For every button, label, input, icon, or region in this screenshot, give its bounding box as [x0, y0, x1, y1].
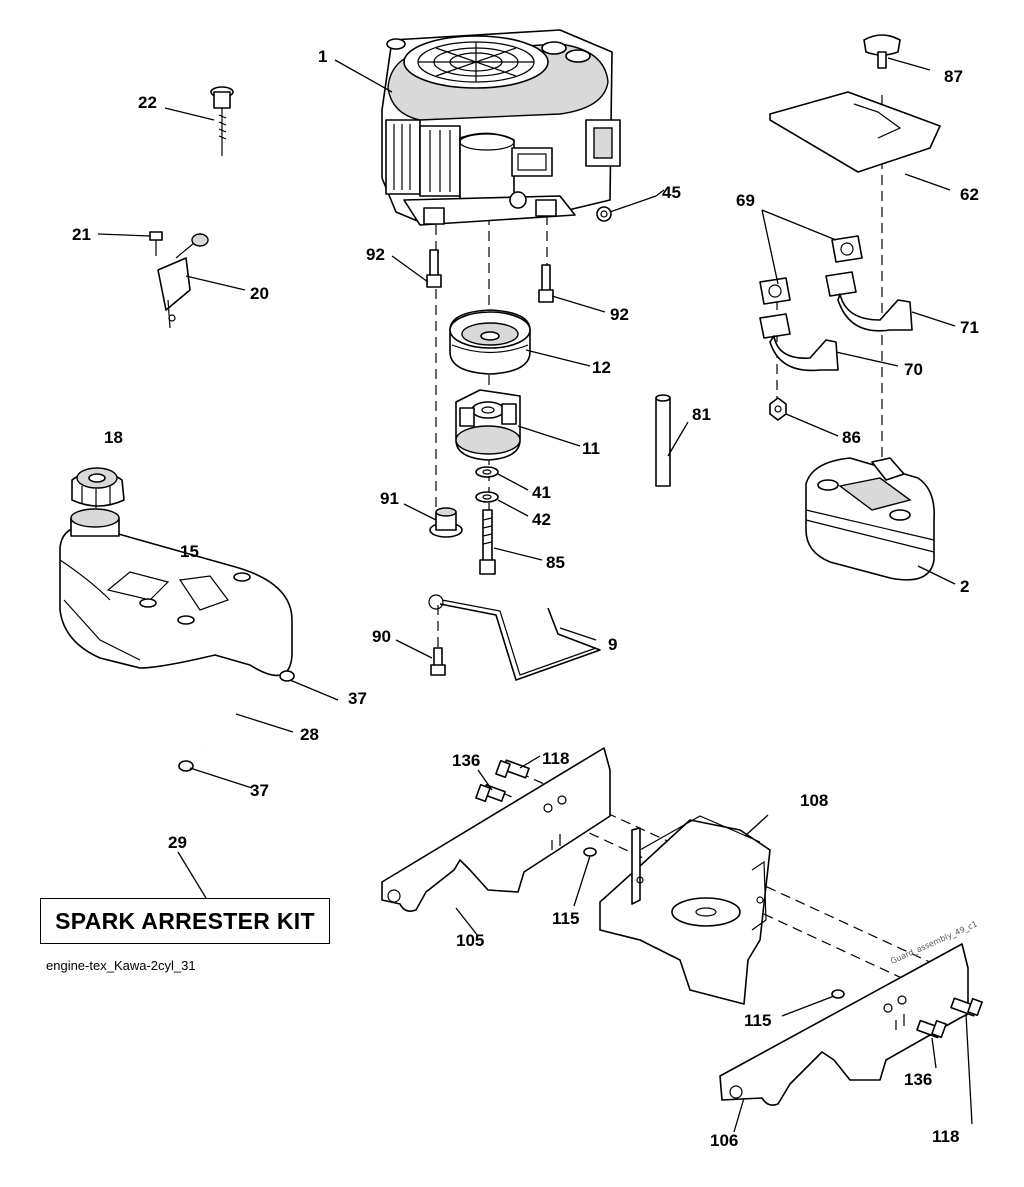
guard-108: [599, 815, 771, 1005]
fuel-cap: [71, 467, 125, 508]
callout-92-left: 92: [366, 245, 385, 264]
callout-12: 12: [592, 358, 611, 377]
rod-9: [428, 594, 601, 681]
callout-69: 69: [736, 191, 755, 210]
bracket-106: [719, 943, 969, 1106]
callout-28: 28: [300, 725, 319, 744]
callout-20: 20: [250, 284, 269, 303]
callout-86: 86: [842, 428, 861, 447]
pulley: [449, 309, 531, 375]
callout-106: 106: [710, 1131, 738, 1150]
leader-lines: [97, 57, 973, 1133]
washer-115-right: [831, 989, 845, 999]
washer-42: [475, 491, 499, 503]
screw-21: [149, 231, 163, 256]
callout-92-right: 92: [610, 305, 629, 324]
callout-29: 29: [168, 833, 187, 852]
callout-45: 45: [662, 183, 681, 202]
callout-90: 90: [372, 627, 391, 646]
callout-37-bottom: 37: [250, 781, 269, 800]
callout-105: 105: [456, 931, 484, 950]
callout-87: 87: [944, 67, 963, 86]
callout-115-left: 115: [552, 909, 579, 928]
callout-136-top: 136: [452, 751, 480, 770]
callout-70: 70: [904, 360, 923, 379]
callout-22: 22: [138, 93, 157, 112]
nut-86: [769, 397, 787, 421]
callout-labels: 1 22 21 20 92 92 12 11 41 42 85 91 90 9 …: [72, 47, 979, 1150]
callout-91: 91: [380, 489, 399, 508]
engine: [381, 29, 621, 226]
diagram-caption: engine-tex_Kawa-2cyl_31: [46, 958, 196, 973]
bolt-136-right: [916, 1019, 947, 1039]
callout-11: 11: [582, 439, 600, 458]
callout-85: 85: [546, 553, 565, 572]
exhaust-pipe-70: [759, 313, 839, 372]
callout-21: 21: [72, 225, 91, 244]
callout-1: 1: [318, 47, 327, 66]
hose-clamp-top: [279, 670, 295, 682]
kit-label-text: SPARK ARRESTER KIT: [55, 907, 315, 934]
fuel-line: [198, 675, 285, 752]
callout-115-right: 115: [744, 1011, 771, 1030]
tube-81: [655, 394, 671, 487]
bolt-118-right: [950, 997, 983, 1017]
callout-71: 71: [960, 318, 979, 337]
heat-shield: [769, 91, 941, 173]
electric-clutch: [455, 389, 521, 461]
bolt-136-left: [475, 783, 506, 803]
exhaust-pipe-71: [825, 271, 913, 332]
washer-115-left: [583, 847, 597, 857]
bolt-90: [430, 647, 446, 676]
callout-41: 41: [532, 483, 551, 502]
bolt-92-left: [426, 249, 442, 288]
fuel-tank: [59, 508, 293, 677]
callout-37-top: 37: [348, 689, 367, 708]
bolt-92-right: [538, 264, 554, 303]
callout-108: 108: [800, 791, 828, 810]
bolt-85: [479, 509, 496, 575]
spark-plug-wire: [596, 195, 657, 222]
spark-arrester-kit-label: SPARK ARRESTER KIT: [40, 898, 330, 944]
callout-9: 9: [608, 635, 617, 654]
callout-118-top: 118: [542, 749, 569, 768]
knob-87: [863, 34, 901, 69]
callout-2: 2: [960, 577, 969, 596]
washer-41: [475, 466, 499, 478]
callout-118-bottom: 118: [932, 1127, 959, 1146]
muffler: [805, 457, 935, 581]
callout-136-bottom: 136: [904, 1070, 932, 1089]
callout-18: 18: [104, 428, 123, 447]
gasket-69-lower: [759, 277, 791, 305]
callout-15: 15: [180, 542, 199, 561]
callout-42: 42: [532, 510, 551, 529]
bolt-118-left: [495, 759, 530, 779]
callout-62: 62: [960, 185, 979, 204]
throttle-control: [157, 233, 209, 329]
bracket-105: [381, 747, 611, 912]
gasket-69-upper: [831, 235, 863, 263]
spacer-91: [429, 507, 463, 538]
choke-knob: [210, 86, 234, 156]
callout-81: 81: [692, 405, 711, 424]
hose-clamp-bottom: [178, 760, 194, 772]
